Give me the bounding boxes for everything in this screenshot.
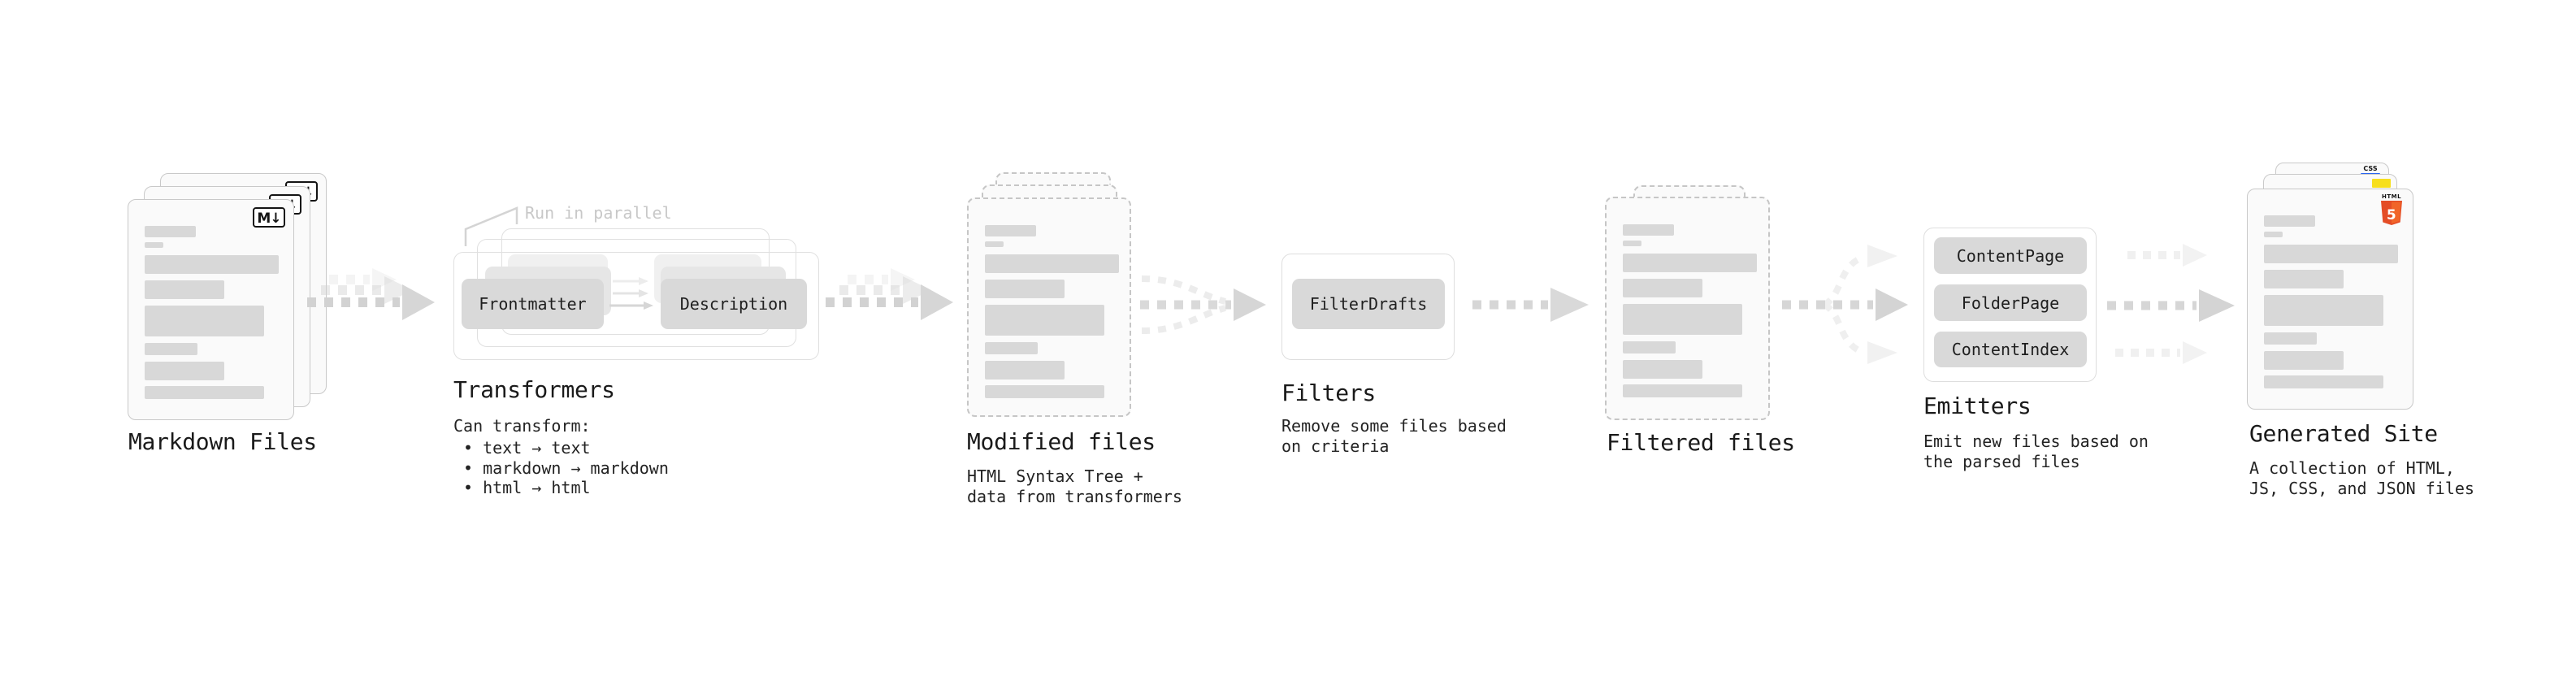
html5-shield: 5 (2381, 201, 2402, 225)
js-icon (2372, 179, 2391, 188)
text-line-placeholder (145, 226, 196, 237)
bullet-item: • html → html (463, 478, 591, 497)
transformer-box-description: Description (661, 279, 807, 329)
text-line-placeholder (985, 342, 1038, 354)
text-line-placeholder (2264, 375, 2383, 388)
text-line-placeholder (145, 255, 279, 274)
text-line-placeholder (2264, 295, 2383, 326)
text-line-placeholder (985, 361, 1065, 380)
filters-label: Filters (1281, 380, 1376, 406)
generated-site-subtitle: A collection of HTML, JS, CSS, and JSON … (2249, 458, 2474, 498)
transformers-label: Transformers (453, 376, 615, 403)
generated-site-label: Generated Site (2249, 420, 2438, 447)
markdown-icon: M↓ (253, 207, 285, 228)
parallel-run-arrows (609, 277, 653, 310)
text-line-placeholder (145, 306, 264, 336)
text-line-placeholder (2264, 232, 2283, 237)
subtitle-line: HTML Syntax Tree + (967, 466, 1143, 486)
transformers-subtitle: Can transform: (453, 416, 591, 436)
emitters-label: Emitters (1923, 393, 2032, 419)
subtitle-line: JS, CSS, and JSON files (2249, 478, 2474, 498)
text-line-placeholder (145, 362, 224, 380)
subtitle-line: the parsed files (1923, 451, 2080, 471)
subtitle-line: Emit new files based on (1923, 432, 2149, 451)
text-line-placeholder (1623, 241, 1641, 246)
html5-icon-label: HTML (2381, 193, 2402, 200)
text-line-placeholder (145, 386, 264, 399)
filter-box-filterdrafts: FilterDrafts (1292, 279, 1445, 329)
text-line-placeholder (2264, 270, 2344, 288)
bullet-item: • text → text (463, 438, 591, 458)
arrow-filtered-to-emitters (1782, 245, 1908, 364)
arrow-markdown-to-transformers (307, 268, 435, 320)
emitter-box-contentpage: ContentPage (1934, 237, 2087, 274)
annotation-connector-line (464, 206, 518, 246)
emitter-box-contentindex: ContentIndex (1934, 332, 2087, 367)
text-line-placeholder (2264, 245, 2398, 263)
text-line-placeholder (985, 254, 1119, 273)
filtered-files-label: Filtered files (1607, 429, 1795, 456)
css-icon-label: CSS (2363, 165, 2378, 172)
text-line-placeholder (1623, 224, 1674, 236)
text-line-placeholder (1623, 304, 1742, 335)
subtitle-line: Remove some files based (1281, 416, 1507, 436)
text-line-placeholder (1623, 360, 1702, 379)
text-line-placeholder (985, 385, 1104, 398)
emitters-subtitle: Emit new files based on the parsed files (1923, 431, 2149, 471)
html5-icon: HTML 5 (2380, 193, 2403, 225)
text-line-placeholder (145, 343, 197, 355)
transformer-shell-front (453, 252, 819, 360)
markdown-files-label: Markdown Files (128, 428, 317, 455)
modified-file-card-front (967, 197, 1131, 417)
text-line-placeholder (985, 225, 1036, 236)
text-line-placeholder (985, 241, 1004, 247)
site-file-card-html: HTML 5 (2247, 189, 2413, 410)
emitter-box-folderpage: FolderPage (1934, 284, 2087, 321)
filtered-file-card-front (1605, 197, 1770, 420)
subtitle-line: data from transformers (967, 486, 1182, 506)
arrow-emitters-to-site (2107, 244, 2235, 364)
transformers-bullets: • text → text • markdown → markdown • ht… (463, 437, 669, 497)
run-in-parallel-annotation: Run in parallel (525, 203, 672, 223)
text-line-placeholder (1623, 279, 1702, 297)
text-line-placeholder (2264, 215, 2315, 227)
modified-files-label: Modified files (967, 428, 1156, 455)
text-line-placeholder (2264, 332, 2317, 345)
arrow-filters-to-filtered (1472, 288, 1589, 322)
text-line-placeholder (1623, 254, 1757, 272)
html5-number: 5 (2387, 207, 2396, 223)
subtitle-line: A collection of HTML, (2249, 458, 2455, 478)
text-line-placeholder (985, 280, 1065, 298)
text-line-placeholder (145, 242, 163, 248)
arrow-transformers-to-modified (826, 268, 953, 320)
bullet-item: • markdown → markdown (463, 458, 669, 478)
text-line-placeholder (1623, 341, 1676, 354)
text-line-placeholder (985, 305, 1104, 336)
text-line-placeholder (2264, 351, 2344, 370)
text-line-placeholder (145, 280, 224, 299)
filters-subtitle: Remove some files based on criteria (1281, 415, 1507, 456)
text-line-placeholder (1623, 384, 1742, 397)
markdown-file-card-front: M↓ (128, 199, 294, 420)
modified-files-subtitle: HTML Syntax Tree + data from transformer… (967, 466, 1182, 506)
transformer-box-frontmatter: Frontmatter (462, 279, 604, 329)
subtitle-line: on criteria (1281, 436, 1390, 456)
arrow-modified-to-filters (1140, 275, 1266, 334)
